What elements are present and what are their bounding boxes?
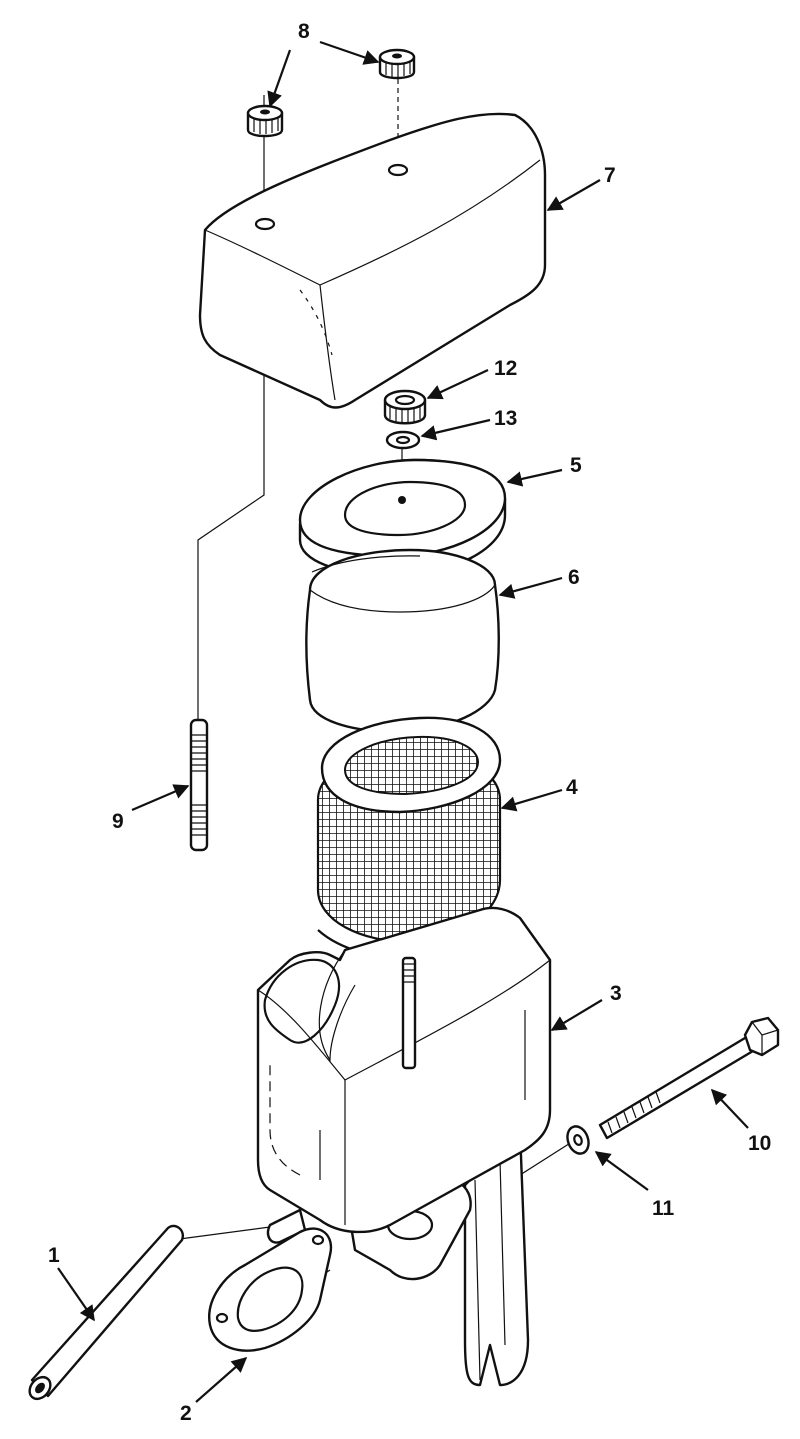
part-8-knurled-nut-left: [246, 104, 284, 138]
callout-leaders: [57, 40, 749, 1403]
part-2-gasket: [208, 1227, 333, 1352]
part-11-washer: [566, 1125, 590, 1155]
callout-9: 9: [112, 810, 124, 833]
callout-2: 2: [180, 1402, 192, 1425]
part-1-tube: [28, 1224, 185, 1401]
callout-4: 4: [566, 776, 578, 799]
callout-1: 1: [48, 1244, 60, 1267]
callout-10: 10: [748, 1132, 771, 1155]
callout-12: 12: [494, 357, 517, 380]
callout-13: 13: [494, 407, 517, 430]
callout-3: 3: [610, 982, 622, 1005]
callout-5: 5: [570, 454, 582, 477]
part-4-filter-element: [316, 716, 502, 960]
part-3-air-cleaner-body: [256, 906, 552, 1387]
part-13-washer: [385, 430, 421, 450]
part-10-bolt: [598, 1016, 780, 1140]
part-6-pre-cleaner-sleeve: [305, 548, 500, 734]
callout-8: 8: [298, 20, 310, 43]
callout-labels: 1 2 3 4 5 6 7 8 9 10 11 12 13: [48, 20, 771, 1425]
part-5-filter-top-plate: [298, 458, 507, 577]
part-7-air-cleaner-cover: [198, 112, 547, 409]
part-9-stud: [189, 718, 209, 852]
callout-6: 6: [568, 566, 580, 589]
callout-11: 11: [652, 1197, 675, 1220]
callout-7: 7: [604, 164, 616, 187]
part-8-knurled-nut-right: [378, 48, 416, 80]
part-12-knurled-wing-nut: [383, 389, 427, 425]
